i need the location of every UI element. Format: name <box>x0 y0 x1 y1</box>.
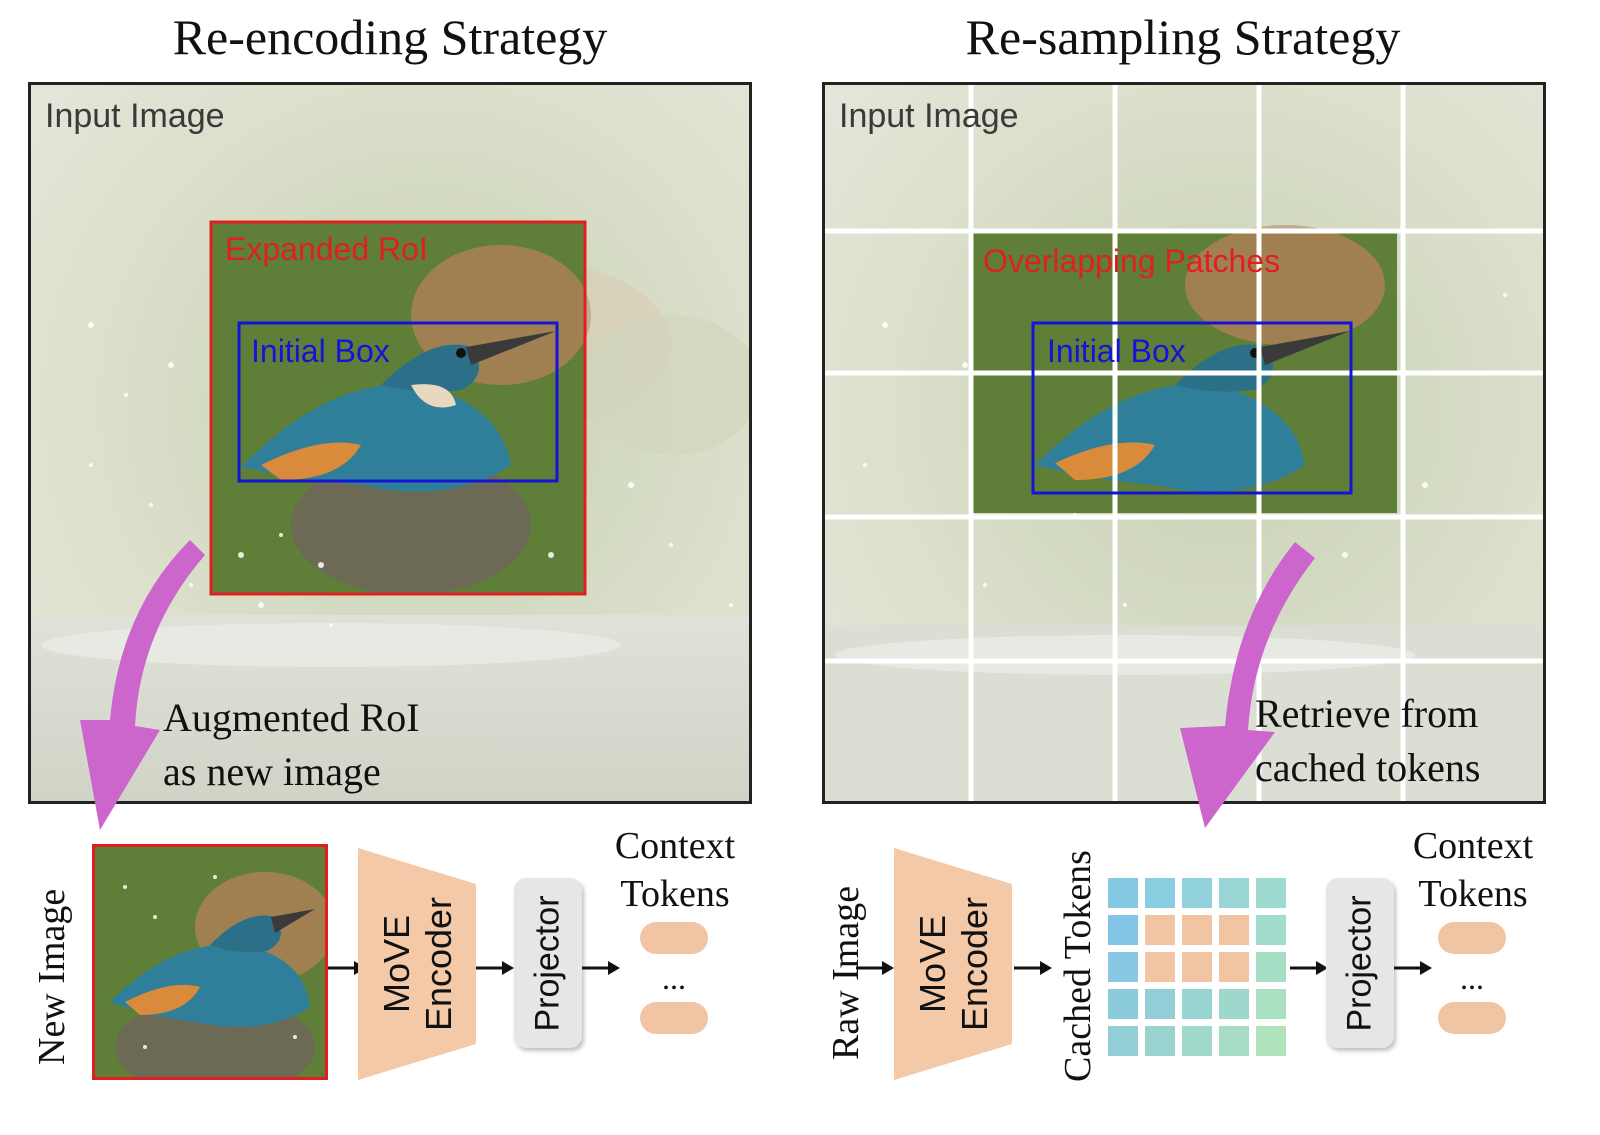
right-encoder-shape <box>894 848 1012 1080</box>
right-projector-label: Projector <box>1340 894 1379 1032</box>
right-initial-box-label: Initial Box <box>1047 333 1186 369</box>
cached-token <box>1256 1026 1286 1056</box>
left-caption-line2: as new image <box>163 749 381 794</box>
cached-token <box>1182 878 1212 908</box>
initial-box <box>237 321 559 483</box>
expanded-roi-label: Expanded RoI <box>225 231 428 267</box>
left-input-image: Input Image Expanded RoI Initial Box Aug… <box>28 82 752 804</box>
left-curved-arrow <box>80 540 205 830</box>
cached-token <box>1219 1026 1249 1056</box>
left-encoder-shape <box>358 848 476 1080</box>
left-context-tokens-title: Context Tokens <box>600 822 750 918</box>
cached-token-selected <box>1219 952 1249 982</box>
right-projector: Projector <box>1326 878 1394 1048</box>
cached-token <box>1108 878 1138 908</box>
kingfisher-scene-grid <box>825 85 1543 801</box>
arrow-to-projector-left <box>476 961 514 975</box>
cached-token <box>1256 952 1286 982</box>
kingfisher-scene <box>31 85 749 801</box>
cached-token <box>1219 878 1249 908</box>
cached-tokens-label: Cached Tokens <box>1057 850 1099 1082</box>
left-projector: Projector <box>514 878 582 1048</box>
right-encoder-line1: MoVE <box>912 914 953 1014</box>
new-image-label: New Image <box>31 888 73 1065</box>
right-initial-box <box>1031 321 1353 495</box>
expanded-roi-box <box>209 220 587 596</box>
right-input-image: Input Image Overlapping Patches Initial … <box>822 82 1546 804</box>
cached-token <box>1145 989 1175 1019</box>
arrow-to-tokens-right <box>1394 961 1432 975</box>
right-caption-line1: Retrieve from <box>1255 691 1479 736</box>
cached-token <box>1219 989 1249 1019</box>
left-context-token-top <box>640 922 708 954</box>
arrow-to-cache-right <box>1014 961 1052 975</box>
left-title: Re-encoding Strategy <box>172 9 608 65</box>
cached-token-grid <box>1108 878 1294 1064</box>
right-caption-line2: cached tokens <box>1255 745 1481 790</box>
cached-token <box>1145 1026 1175 1056</box>
left-initial-box-label: Initial Box <box>251 333 390 369</box>
left-encoder: MoVE Encoder <box>358 848 478 1080</box>
cached-token <box>1108 952 1138 982</box>
arrow-to-projector-right <box>1290 961 1328 975</box>
cached-token <box>1145 878 1175 908</box>
right-context-tokens-title: Context Tokens <box>1398 822 1548 918</box>
left-input-image-label: Input Image <box>45 97 225 135</box>
right-title: Re-sampling Strategy <box>965 9 1401 65</box>
cached-token-selected <box>1182 952 1212 982</box>
cached-token-selected <box>1182 915 1212 945</box>
cached-token <box>1108 1026 1138 1056</box>
kingfisher-bird <box>241 331 556 492</box>
left-caption-line1: Augmented RoI <box>163 695 420 740</box>
cached-token <box>1108 915 1138 945</box>
cached-token-selected <box>1145 952 1175 982</box>
left-context-line1: Context <box>614 825 736 867</box>
cached-token-selected <box>1145 915 1175 945</box>
right-context-dots: ... <box>1460 960 1484 996</box>
right-input-image-label: Input Image <box>839 97 1019 135</box>
cached-token <box>1256 878 1286 908</box>
cached-token-selected <box>1219 915 1249 945</box>
left-encoder-line1: MoVE <box>376 914 417 1014</box>
right-context-token-bottom <box>1438 1002 1506 1034</box>
left-encoder-line2: Encoder <box>418 896 459 1032</box>
cached-token <box>1108 989 1138 1019</box>
left-context-line2: Tokens <box>620 873 730 915</box>
cached-token <box>1256 915 1286 945</box>
cached-token <box>1182 1026 1212 1056</box>
right-context-line1: Context <box>1412 825 1534 867</box>
left-context-dots: ... <box>662 960 686 996</box>
right-encoder: MoVE Encoder <box>894 848 1014 1080</box>
left-context-token-bottom <box>640 1002 708 1034</box>
cached-token <box>1256 989 1286 1019</box>
patch-grid <box>825 85 1543 801</box>
right-encoder-line2: Encoder <box>954 896 995 1032</box>
right-context-token-top <box>1438 922 1506 954</box>
right-context-line2: Tokens <box>1418 873 1528 915</box>
arrow-to-encoder-right <box>856 961 894 975</box>
right-curved-arrow <box>1180 542 1315 828</box>
cached-token <box>1182 989 1212 1019</box>
left-projector-label: Projector <box>528 894 567 1032</box>
new-image-thumbnail <box>92 844 328 1080</box>
overlapping-patches-label: Overlapping Patches <box>983 243 1281 279</box>
arrow-to-tokens-left <box>582 961 620 975</box>
